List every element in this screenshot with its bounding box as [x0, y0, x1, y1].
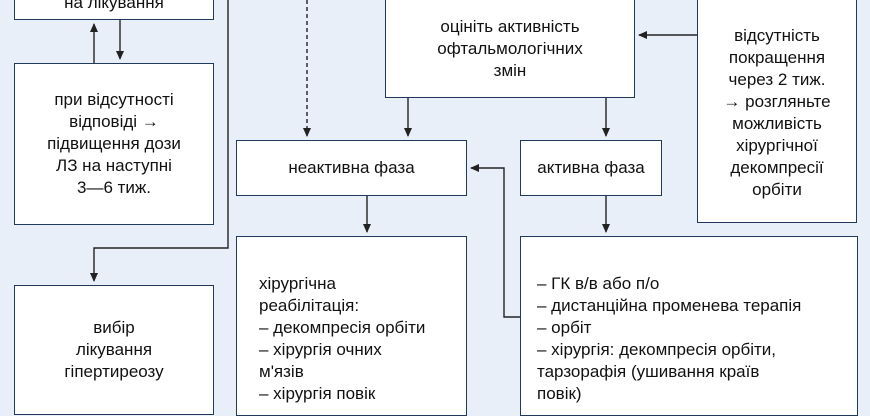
inactive-rehab-box: хірургічна реабілітація: – декомпресія о…	[236, 236, 467, 416]
choose-treatment-box: вибір лікування гіпертиреозу	[14, 285, 214, 415]
active-phase-box: активна фаза	[520, 140, 662, 196]
connector-treatment-to-inactive	[470, 164, 520, 318]
no-response-text: при відсутності відповіді → підвищення д…	[47, 90, 181, 197]
assess-activity-text: оцініть активність офтальмологічних змін	[437, 17, 583, 80]
active-treatment-box: – ГК в/в або п/о – дистанційна променева…	[520, 236, 858, 416]
no-response-box: при відсутності відповіді → підвищення д…	[14, 63, 214, 225]
active-phase-text: активна фаза	[537, 158, 645, 177]
choose-treatment-text: вибір лікування гіпертиреозу	[64, 318, 164, 381]
no-improvement-text: відсутність покращення через 2 тиж. → ро…	[723, 25, 831, 199]
inactive-phase-box: неактивна фаза	[236, 140, 467, 196]
assess-activity-box: оцініть активність офтальмологічних змін	[385, 0, 635, 98]
top-left-box-text: на лікування	[64, 0, 164, 12]
no-improvement-box: відсутність покращення через 2 тиж. → ро…	[697, 0, 857, 223]
active-treatment-text: – ГК в/в або п/о – дистанційна променева…	[537, 274, 802, 403]
top-left-box: на лікування	[14, 0, 214, 20]
inactive-phase-text: неактивна фаза	[288, 158, 415, 177]
inactive-rehab-text: хірургічна реабілітація: – декомпресія о…	[259, 274, 426, 403]
